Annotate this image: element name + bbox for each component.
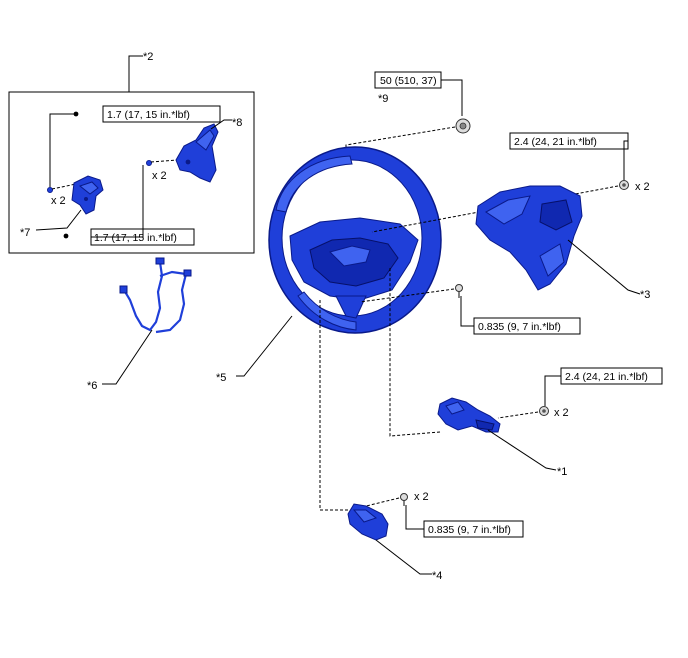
qty-cover: x 2: [635, 181, 650, 193]
callout-2: *2: [143, 51, 153, 63]
lower-cover-icon: [347, 503, 389, 541]
torque-box-paddle-upper: [102, 105, 221, 123]
torque-paddle-upper: 1.7 (17, 15 in.*lbf): [107, 109, 190, 121]
wire-harness-icon: [119, 257, 192, 334]
qty-switch: x 2: [554, 407, 569, 419]
paddle-shift-inset: *2 1.7 (17, 15 in.*lbf) 1.7 (17, 15 in.*…: [8, 51, 255, 254]
leader-c8: [210, 119, 232, 130]
cover-screw-icon: [619, 180, 629, 190]
dash-left-screw: [51, 183, 77, 190]
callout-4: *4: [432, 570, 442, 582]
dash-mid-screw: [359, 288, 455, 303]
qty-paddle-right: x 2: [152, 170, 167, 182]
leader-c5: [236, 315, 293, 377]
torque-mid: 0.835 (9, 7 in.*lbf): [478, 321, 561, 333]
steering-pad-cover-icon: [475, 185, 583, 291]
dash-lower-wheel: [319, 300, 350, 511]
leader-left-screw: [49, 113, 76, 189]
callout-5: *5: [216, 372, 226, 384]
qty-lower: x 2: [414, 491, 429, 503]
leader-right-screw: [91, 165, 144, 238]
left-paddle-switch-icon: [71, 175, 104, 215]
nut-icon: [455, 118, 471, 134]
leader-c7: [35, 209, 82, 231]
dash-lower-screw: [361, 497, 400, 508]
dash-switch-wheel: [389, 268, 441, 437]
callout-1: *1: [557, 466, 567, 478]
leader-c2: [128, 55, 143, 92]
leader-c6: [102, 329, 153, 385]
callout-9: *9: [378, 93, 388, 105]
steering-wheel-icon: [268, 146, 442, 334]
qty-paddle-left: x 2: [51, 195, 66, 207]
mid-screw-icon: [455, 284, 463, 298]
torque-paddle-lower: 1.7 (17, 15 in.*lbf): [94, 232, 177, 244]
torque-lower: 0.835 (9, 7 in.*lbf): [428, 524, 511, 536]
leader-lower-screw: [405, 505, 424, 530]
switch-screw-icon: [539, 406, 549, 416]
leader-mid-screw: [460, 296, 474, 327]
torque-box-lower: [423, 520, 524, 538]
callout-7: *7: [20, 227, 30, 239]
dash-switch: [497, 411, 539, 419]
inset-frame: [8, 91, 255, 254]
torque-box-mid: [473, 317, 581, 335]
leader-c1: [487, 429, 557, 471]
right-screw-icon: [145, 159, 152, 166]
leader-cover-screw: [623, 140, 628, 180]
callout-3: *3: [640, 289, 650, 301]
callout-6: *6: [87, 380, 97, 392]
torque-cover: 2.4 (24, 21 in.*lbf): [514, 136, 597, 148]
bullet-lower: [63, 233, 69, 239]
leader-c4: [375, 539, 432, 575]
torque-switch: 2.4 (24, 21 in.*lbf): [565, 371, 648, 383]
left-screw-icon: [47, 186, 54, 193]
dash-right-screw: [150, 159, 179, 163]
torque-nut: 50 (510, 37): [380, 75, 437, 87]
leader-switch-screw: [544, 375, 561, 406]
lower-screw-icon: [400, 493, 408, 506]
spiral-cable-switch-icon: [437, 397, 501, 433]
leader-nut: [441, 79, 463, 116]
leader-c3: [567, 239, 641, 295]
callout-8: *8: [232, 117, 242, 129]
right-paddle-switch-icon: [175, 123, 219, 183]
